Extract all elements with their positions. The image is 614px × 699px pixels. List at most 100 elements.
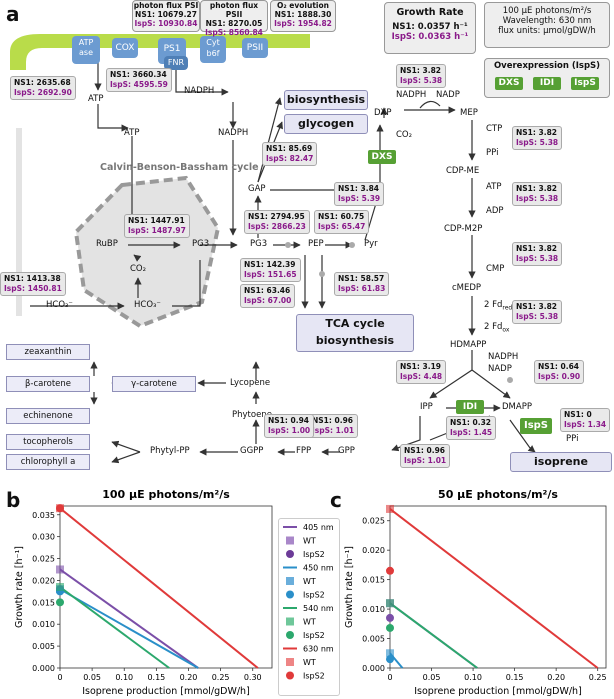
calvin-cycle-label: Calvin-Benson-Bassham cycle (100, 162, 259, 173)
fd-red-sub: red (502, 304, 513, 312)
x-tick-label: 0.30 (244, 673, 262, 682)
glycogen-box: glycogen (284, 114, 368, 134)
flux-ispe-isps: IspS: 5.38 (516, 194, 559, 203)
flux-isph-ipp-isps: IspS: 4.48 (400, 372, 443, 381)
flux-isph-dmapp-ns1: NS1: 0.64 (538, 362, 580, 371)
metabolite-ctp: CTP (486, 124, 503, 134)
psii-complex: PSII (242, 38, 268, 58)
flux-gpp-isps: IspS: 1.01 (404, 456, 447, 465)
flux-fpp-isps: IspS: 1.01 (312, 426, 355, 435)
metabolite-rubp: RuBP (96, 239, 118, 249)
legend-label-9: 630 nm (303, 645, 334, 654)
x-tick-label: 0.20 (547, 673, 565, 682)
growth-title: Growth Rate (396, 7, 464, 18)
flux-ispg-isps: IspS: 5.38 (516, 312, 559, 321)
metabolite-pg3-a: PG3 (192, 239, 210, 249)
x-axis-label: Isoprene production [mmol/gDW/h] (82, 686, 250, 696)
metabolite-atp-3: ATP (486, 182, 502, 192)
enzyme-idi: IDI (456, 400, 484, 414)
isps2-point-540nm (386, 623, 394, 632)
x-tick-label: 0 (57, 673, 62, 682)
flux-idi-isps: IspS: 1.45 (450, 428, 493, 437)
y-tick-label: 0.030 (32, 533, 55, 542)
panel-c-letter: c (330, 488, 342, 512)
legend-label-8: IspS2 (303, 631, 325, 640)
legend-label-0: 405 nm (303, 523, 334, 532)
metabolite-hco3-a: HCO₃⁻ (46, 300, 73, 310)
x-axis-label: Isoprene production [mmol/gDW/h] (414, 686, 582, 696)
metabolite-nadp-2: NADP (488, 364, 512, 374)
flux-ispd-ns1: NS1: 3.82 (516, 128, 558, 137)
growth-isps: IspS: 0.0363 h⁻¹ (391, 32, 469, 42)
series-line-540nm (59, 586, 170, 669)
flux-fpp-ns1: NS1: 0.96 (312, 416, 354, 425)
flux-idi-ns1: NS1: 0.32 (450, 418, 492, 427)
flux-glycogen-ns1: NS1: 85.69 (266, 144, 313, 153)
series-line-540nm (389, 602, 478, 669)
psi-title: photon flux PSI (133, 1, 199, 10)
isps2-point-405nm (386, 613, 394, 622)
metabolite-pep: PEP (308, 239, 324, 249)
y-tick-label: 0.000 (362, 664, 385, 673)
flux-atp-isps: IspS: 2692.90 (14, 88, 72, 97)
enzyme-isps: IspS (520, 418, 552, 434)
flux-dxr-isps: IspS: 5.38 (400, 76, 443, 85)
flux-ispg-ns1: NS1: 3.82 (516, 302, 558, 311)
flux-pep-out-isps: IspS: 67.00 (244, 296, 292, 305)
flux-dxs-isps: IspS: 5.39 (338, 194, 381, 203)
metabolite-cdp-me: CDP-ME (446, 166, 480, 176)
pigment-chlorophyll-a: chlorophyll a (6, 454, 90, 470)
psii-title: photon flux PSII (209, 1, 259, 19)
flux-ggpp-isps: IspS: 1.00 (268, 426, 311, 435)
flux-pyr-out-ns1: NS1: 58.57 (338, 274, 385, 283)
metabolite-mep: MEP (460, 108, 478, 118)
metabolite-ppi-2: PPi (566, 434, 579, 444)
flux-eno-isps: IspS: 151.65 (244, 270, 297, 279)
flux-pep-out-ns1: NS1: 63.46 (244, 286, 291, 295)
atpase-complex: ATP ase (72, 36, 100, 64)
conditions-light: 100 μE photons/m²/s (502, 6, 592, 16)
y-axis-label: Growth rate [h⁻¹] (14, 546, 25, 628)
series-line-630nm (389, 508, 599, 669)
psii-isps: IspS: 8560.84 (205, 28, 263, 37)
x-tick-label: 0.10 (464, 673, 482, 682)
cytb6f-complex: Cyt b6f (200, 36, 226, 63)
pigment-zeaxanthin: zeaxanthin (6, 344, 90, 360)
metabolite-dmapp: DMAPP (502, 402, 532, 412)
flux-hco3-ns1: NS1: 1413.38 (4, 274, 61, 283)
legend-square-10 (286, 658, 294, 666)
wt-point-405nm (56, 565, 64, 574)
series-line-405nm (59, 568, 199, 669)
pigment-gamma-carotene: γ-carotene (112, 376, 196, 392)
flux-pgk-ns1: NS1: 2794.95 (248, 212, 305, 221)
y-tick-label: 0.010 (362, 605, 385, 614)
flux-hco3-isps: IspS: 1450.81 (4, 284, 62, 293)
metabolite-atp-1: ATP (88, 94, 104, 104)
y-tick-label: 0.015 (32, 598, 55, 607)
metabolite-dxp: DXP (374, 108, 392, 118)
legend-circle-5 (286, 590, 294, 599)
wt-point-450nm (386, 649, 394, 658)
flux-gpp-ns1: NS1: 0.96 (404, 446, 446, 455)
o2-isps: IspS: 1954.82 (274, 19, 332, 28)
conditions-units: flux units: μmol/gDW/h (498, 26, 596, 36)
flux-ispf-isps: IspS: 5.38 (516, 254, 559, 263)
flux-fnr-ns1: NS1: 3660.34 (110, 70, 167, 79)
legend-label-11: IspS2 (303, 672, 325, 681)
metabolite-pyr: Pyr (364, 239, 378, 249)
metabolite-fpp: FPP (296, 446, 312, 456)
metabolite-co2-b: CO₂ (130, 264, 147, 274)
metabolite-ggpp: GGPP (240, 446, 264, 456)
fd-red-label: 2 Fd (484, 300, 503, 310)
